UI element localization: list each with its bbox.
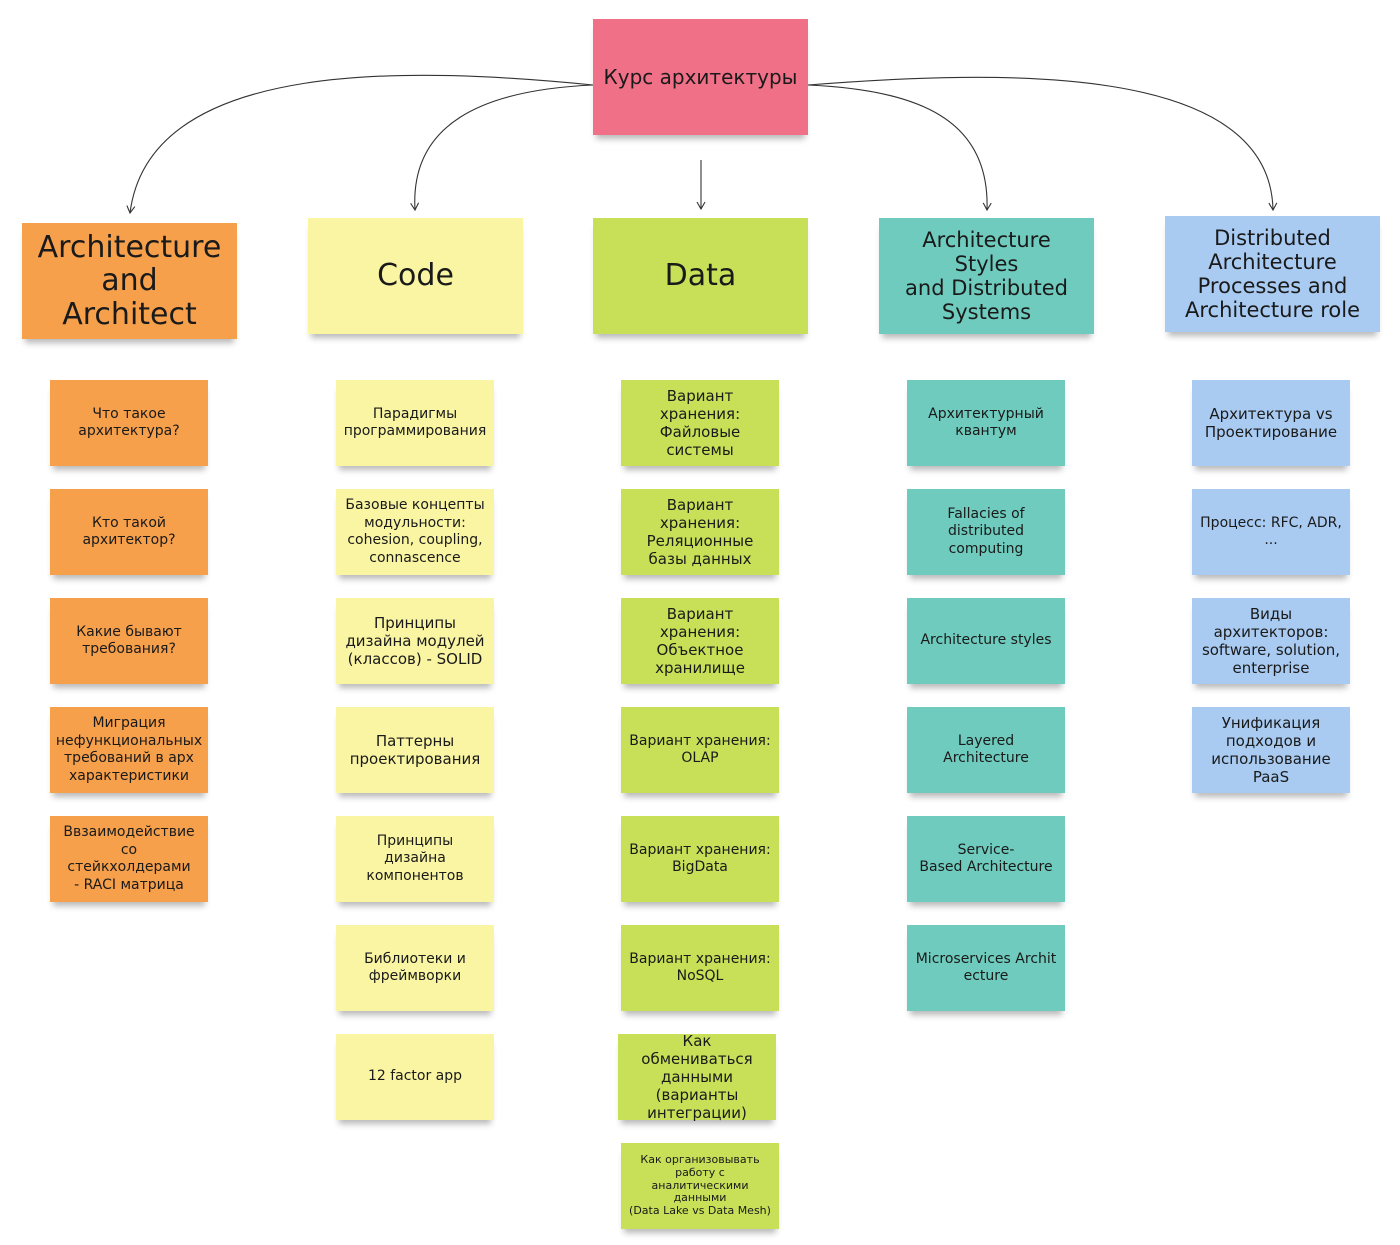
note-data-5[interactable]: Вариант хранения: BigData [621, 816, 779, 902]
note-styles-3[interactable]: Architecture styles [907, 598, 1065, 684]
note-distributed-4[interactable]: Унификация подходов и использование PaaS [1192, 707, 1350, 793]
note-data-1[interactable]: Вариант хранения: Файловые системы [621, 380, 779, 466]
note-architecture-4[interactable]: Миграция нефункциональных требований в а… [50, 707, 208, 793]
note-architecture-1[interactable]: Что такое архитектура? [50, 380, 208, 466]
note-styles-1[interactable]: Архитектурный квантум [907, 380, 1065, 466]
heading-data[interactable]: Data [593, 218, 808, 334]
note-styles-5[interactable]: Service- Based Architecture [907, 816, 1065, 902]
note-code-6[interactable]: Библиотеки и фреймворки [336, 925, 494, 1011]
root-topic-note[interactable]: Курс архитектуры [593, 19, 808, 135]
heading-architecture-and-architect[interactable]: Architecture and Architect [22, 223, 237, 339]
note-data-3[interactable]: Вариант хранения: Объектное хранилище [621, 598, 779, 684]
note-code-3[interactable]: Принципы дизайна модулей (классов) - SOL… [336, 598, 494, 684]
note-code-2[interactable]: Базовые концепты модульности: cohesion, … [336, 489, 494, 575]
note-code-7[interactable]: 12 factor app [336, 1034, 494, 1120]
note-styles-4[interactable]: Layered Architecture [907, 707, 1065, 793]
note-code-5[interactable]: Принципы дизайна компонентов [336, 816, 494, 902]
connector-root-to-code [410, 84, 594, 212]
connector-root-to-distributed [807, 76, 1278, 212]
note-data-6[interactable]: Вариант хранения: NoSQL [621, 925, 779, 1011]
heading-code[interactable]: Code [308, 218, 523, 334]
note-styles-2[interactable]: Fallacies of distributed computing [907, 489, 1065, 575]
note-distributed-2[interactable]: Процесс: RFC, ADR, ... [1192, 489, 1350, 575]
note-distributed-1[interactable]: Архитектура vs Проектирование [1192, 380, 1350, 466]
note-data-2[interactable]: Вариант хранения: Реляционные базы данны… [621, 489, 779, 575]
connector-root-to-architecture [126, 74, 594, 215]
heading-distributed-architecture[interactable]: Distributed Architecture Processes and A… [1165, 216, 1380, 332]
note-architecture-5[interactable]: Ввзаимодействие со стейкхолдерами - RACI… [50, 816, 208, 902]
note-data-8[interactable]: Как организовывать работу с аналитически… [621, 1143, 779, 1229]
connector-root-to-styles [807, 84, 992, 212]
note-distributed-3[interactable]: Виды архитекторов: software, solution, e… [1192, 598, 1350, 684]
note-code-4[interactable]: Паттерны проектирования [336, 707, 494, 793]
note-styles-6[interactable]: Microservices Archit ecture [907, 925, 1065, 1011]
note-code-1[interactable]: Парадигмы программирования [336, 380, 494, 466]
note-architecture-3[interactable]: Какие бывают требования? [50, 598, 208, 684]
note-architecture-2[interactable]: Кто такой архитектор? [50, 489, 208, 575]
note-data-4[interactable]: Вариант хранения: OLAP [621, 707, 779, 793]
heading-architecture-styles[interactable]: Architecture Styles and Distributed Syst… [879, 218, 1094, 334]
note-data-7[interactable]: Как обмениваться данными (варианты интег… [618, 1032, 776, 1122]
